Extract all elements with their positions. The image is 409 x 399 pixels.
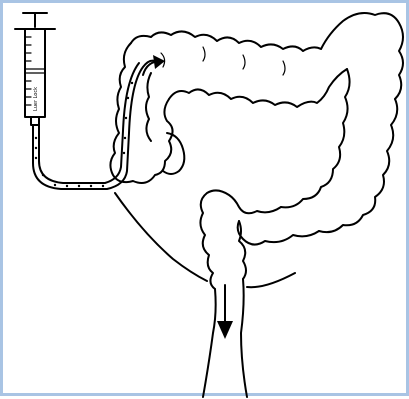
syringe-tip [31,117,39,125]
colon-outline [110,13,403,289]
colon-irrigation-diagram: Luer Lock [3,3,409,399]
rectum-outline [115,193,295,397]
flow-arrow-down [217,285,233,339]
syringe-label: Luer Lock [33,87,39,111]
flow-arrow-curved [143,55,165,75]
syringe-icon: Luer Lock [15,13,55,125]
catheter-tube [33,61,155,189]
